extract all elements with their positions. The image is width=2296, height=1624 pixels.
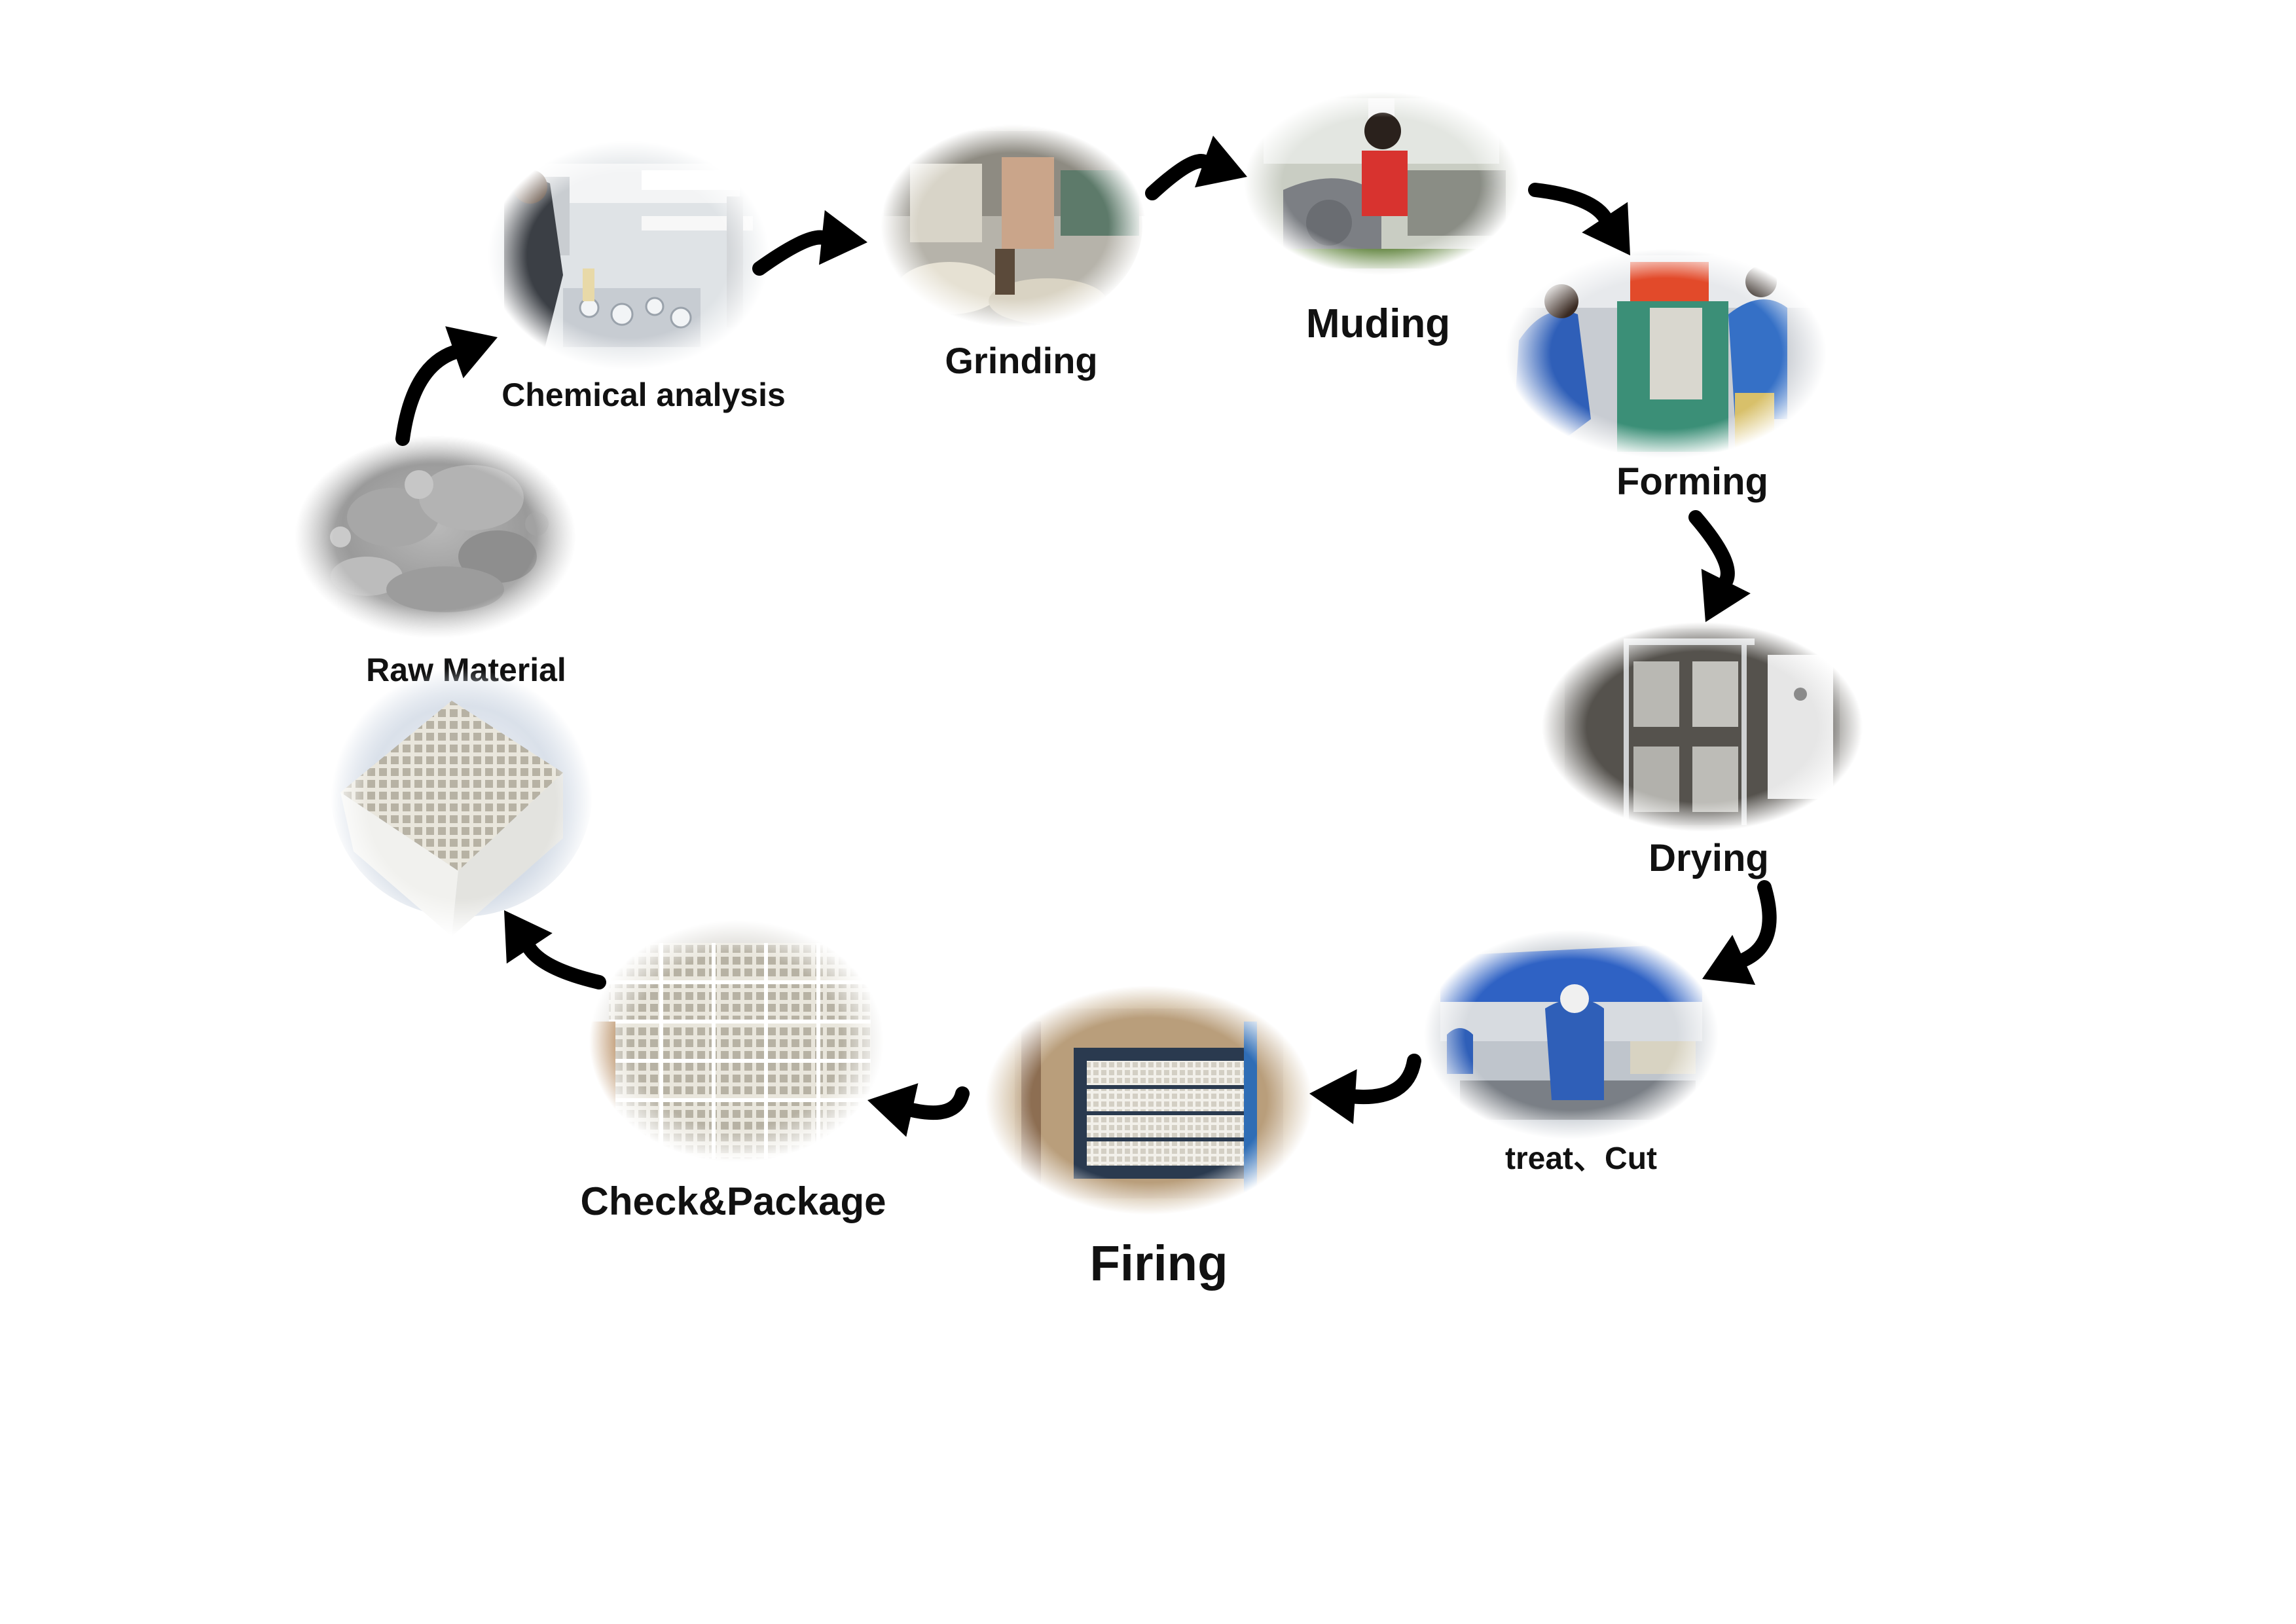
arrow-shaft bbox=[1145, 154, 1211, 200]
arrow-muding-to-forming bbox=[1528, 183, 1630, 255]
arrow-shaft bbox=[1347, 1054, 1421, 1105]
arrow-cut-to-firing bbox=[1309, 1054, 1421, 1124]
arrow-shaft bbox=[1528, 183, 1613, 225]
honeycomb-product-image bbox=[331, 668, 592, 936]
arrow-shaft bbox=[522, 941, 606, 989]
muding-label: Muding bbox=[1306, 301, 1450, 346]
check-package-label: Check&Package bbox=[581, 1179, 886, 1223]
arrow-head bbox=[1309, 1069, 1357, 1124]
arrow-shaft bbox=[395, 344, 462, 446]
arrow-head bbox=[1582, 202, 1630, 255]
arrow-chemical-to-grinding bbox=[752, 210, 867, 276]
arrow-head bbox=[1702, 934, 1756, 986]
arrow-head bbox=[1195, 136, 1247, 188]
raw-material-image bbox=[295, 435, 576, 638]
chemical-analysis-image bbox=[488, 141, 769, 370]
drying-label: Drying bbox=[1649, 837, 1769, 879]
arrow-head bbox=[1701, 568, 1751, 622]
firing-image bbox=[985, 986, 1313, 1215]
arrow-head bbox=[504, 910, 553, 964]
forming-image bbox=[1506, 249, 1827, 458]
arrow-grinding-to-muding bbox=[1145, 136, 1247, 200]
process-arrows bbox=[395, 136, 1777, 1137]
check-package-image bbox=[589, 920, 884, 1162]
forming-label: Forming bbox=[1616, 460, 1768, 503]
arrow-shaft bbox=[1736, 880, 1777, 967]
grinding-label: Grinding bbox=[945, 340, 1097, 381]
arrow-package-to-product bbox=[504, 910, 606, 989]
arrow-head bbox=[867, 1083, 919, 1137]
treat-cut-label: treat、Cut bbox=[1505, 1141, 1657, 1176]
arrow-shaft bbox=[1688, 510, 1735, 589]
arrow-drying-to-cut bbox=[1702, 880, 1777, 986]
arrow-head bbox=[445, 326, 498, 378]
muding-image bbox=[1244, 92, 1519, 275]
arrow-raw-to-chemical bbox=[395, 326, 498, 446]
arrow-shaft bbox=[752, 230, 829, 276]
arrow-head bbox=[818, 210, 867, 265]
arrow-shaft bbox=[905, 1086, 970, 1120]
arrow-forming-to-drying bbox=[1688, 510, 1751, 622]
firing-label: Firing bbox=[1089, 1236, 1228, 1291]
grinding-image bbox=[881, 124, 1146, 327]
chemical-analysis-label: Chemical analysis bbox=[501, 377, 786, 413]
arrow-firing-to-package bbox=[867, 1083, 970, 1137]
treat-cut-image bbox=[1424, 930, 1719, 1139]
drying-image bbox=[1542, 622, 1863, 832]
